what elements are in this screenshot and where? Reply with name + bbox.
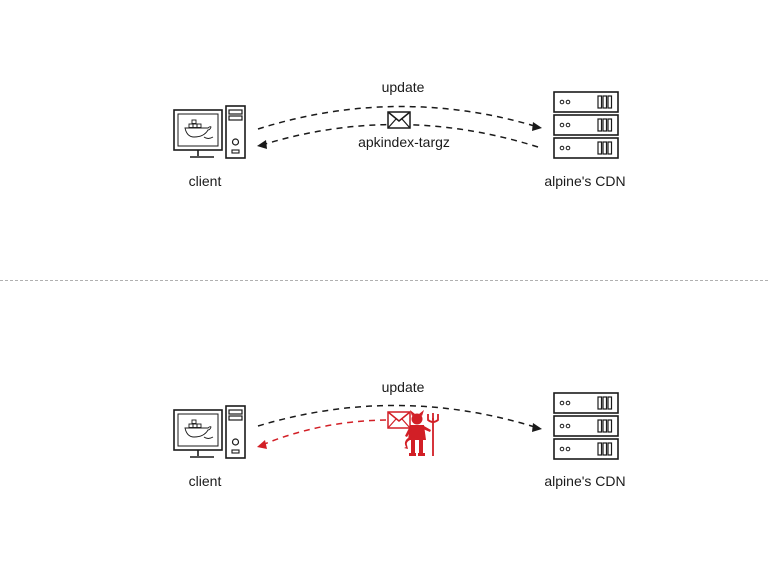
response-label: apkindex-targz	[358, 134, 450, 150]
response-arrowhead	[257, 140, 267, 149]
whale-logo-icon	[184, 119, 214, 139]
response-arrow	[261, 123, 539, 148]
devil-icon	[404, 410, 439, 456]
client-computer-icon	[173, 105, 246, 159]
server-rack-icon	[553, 392, 619, 460]
client-label: client	[188, 473, 222, 489]
server-label: alpine's CDN	[544, 473, 626, 489]
request-label: update	[381, 379, 425, 395]
client-computer-icon	[173, 405, 246, 459]
request-arrowhead	[532, 423, 542, 432]
attack-scenario-arrows	[257, 404, 542, 449]
forged-response-arrow	[261, 419, 387, 446]
scenario-divider	[0, 280, 768, 281]
whale-logo-icon	[184, 419, 214, 439]
client-label: client	[188, 173, 222, 189]
server-rack-icon	[553, 91, 619, 159]
request-arrowhead	[532, 122, 542, 131]
envelope-icon	[387, 111, 411, 129]
request-arrow	[257, 404, 539, 429]
request-label: update	[381, 79, 425, 95]
normal-scenario-arrows	[257, 105, 542, 149]
forged-envelope-icon	[387, 411, 411, 429]
request-arrow	[257, 105, 539, 130]
server-label: alpine's CDN	[544, 173, 626, 189]
forged-response-arrowhead	[257, 440, 267, 449]
